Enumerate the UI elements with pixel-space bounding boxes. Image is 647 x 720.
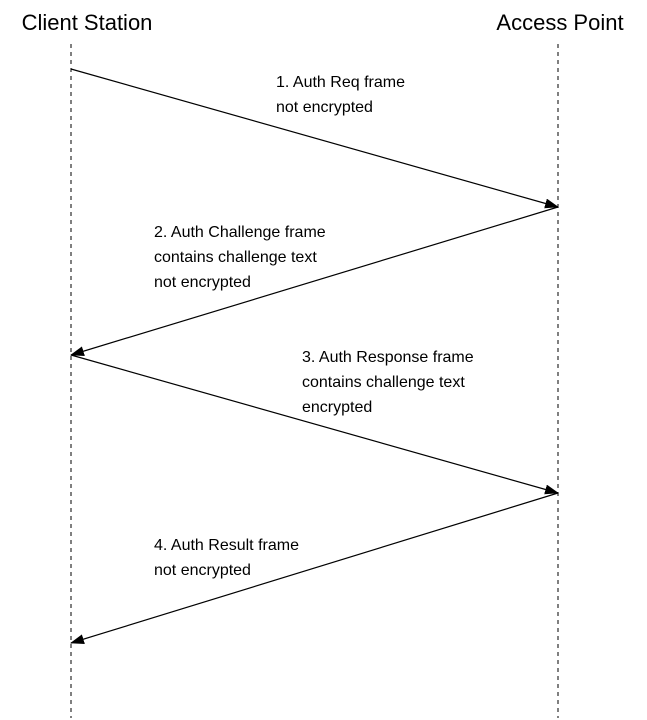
message-3-line-3: encrypted <box>302 399 372 416</box>
message-3-line-1: 3. Auth Response frame <box>302 349 474 366</box>
message-3-arrow <box>70 354 559 495</box>
participant-access-point: Access Point <box>496 10 623 35</box>
message-4-arrow <box>70 492 559 644</box>
message-4-line-2: not encrypted <box>154 562 251 579</box>
message-1-line-2: not encrypted <box>276 99 373 116</box>
message-1-arrow <box>70 68 559 209</box>
participant-client-station: Client Station <box>22 10 153 35</box>
message-3-line-2: contains challenge text <box>302 374 465 391</box>
message-2-line-2: contains challenge text <box>154 249 317 266</box>
message-4-line-1: 4. Auth Result frame <box>154 537 299 554</box>
message-2-line-3: not encrypted <box>154 274 251 291</box>
message-1-line-1: 1. Auth Req frame <box>276 74 405 91</box>
message-2-line-1: 2. Auth Challenge frame <box>154 224 326 241</box>
message-2-arrow <box>70 206 559 357</box>
